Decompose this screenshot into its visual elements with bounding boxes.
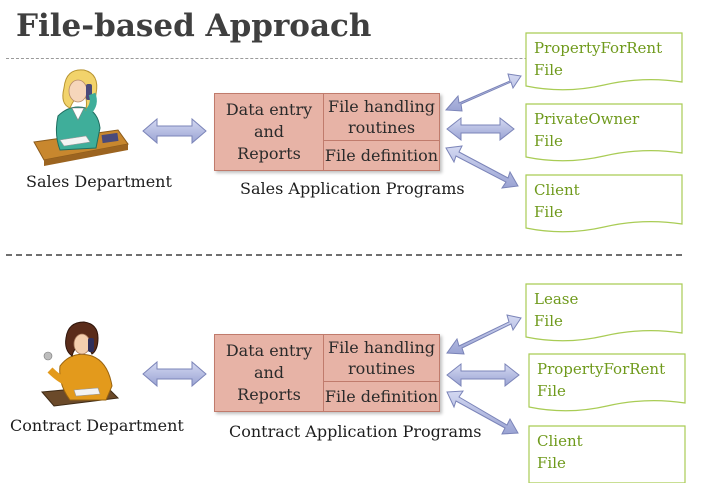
- program-file-arrow: [446, 116, 515, 142]
- program-file-arrow: [446, 314, 522, 355]
- sales-clerk-illustration: [30, 64, 130, 168]
- cell-text: File handling: [327, 97, 436, 116]
- file-label: File: [537, 454, 566, 472]
- program-file-arrow: [446, 390, 519, 435]
- cell-text: and: [253, 363, 285, 382]
- cell-text: File handling: [327, 338, 436, 357]
- application-program-box: Data entry and Reports File handling rou…: [214, 93, 440, 171]
- cell-text: routines: [347, 118, 416, 137]
- cell-text: Data entry: [225, 100, 313, 119]
- document-shape: [528, 353, 686, 412]
- file-label: File: [534, 312, 563, 330]
- cell-text: Reports: [237, 144, 301, 163]
- file-name: PrivateOwner: [534, 110, 640, 128]
- program-file-arrow: [444, 73, 522, 112]
- application-program-box: Data entry and Reports File handling rou…: [214, 334, 440, 412]
- title-divider: [6, 58, 682, 59]
- data-entry-cell: Data entry and Reports: [215, 94, 324, 170]
- program-file-arrow: [445, 145, 519, 189]
- program-caption: Sales Application Programs: [240, 179, 465, 198]
- file-label: File: [537, 382, 566, 400]
- document-shape: [525, 103, 683, 162]
- program-file-arrow: [446, 362, 520, 388]
- cell-text: Data entry: [225, 341, 313, 360]
- dept-program-arrow-sales: [142, 117, 207, 145]
- file-name: PropertyForRent: [534, 39, 663, 57]
- file-name: Client: [534, 181, 580, 199]
- file-label: File: [534, 203, 563, 221]
- department-label: Contract Department: [10, 416, 184, 435]
- file-name: Client: [537, 432, 583, 450]
- file-definition-cell: File definition: [324, 387, 439, 406]
- document-shape: [528, 425, 686, 483]
- file-label: File: [534, 132, 563, 150]
- dept-program-arrow-contract: [142, 360, 207, 388]
- file-handling-cell: File handling routines: [324, 335, 439, 382]
- file-name: Lease: [534, 290, 579, 308]
- program-caption: Contract Application Programs: [229, 422, 482, 441]
- section-divider: [6, 254, 682, 256]
- cell-text: routines: [347, 359, 416, 378]
- file-handling-cell: File handling routines: [324, 94, 439, 141]
- file-name: PropertyForRent: [537, 360, 666, 378]
- document-shape: [525, 32, 683, 91]
- cell-text: and: [253, 122, 285, 141]
- data-entry-cell: Data entry and Reports: [215, 335, 324, 411]
- file-definition-cell: File definition: [324, 146, 439, 165]
- cell-text: Reports: [237, 385, 301, 404]
- page-title: File-based Approach: [16, 8, 372, 44]
- contract-clerk-illustration: [36, 320, 136, 412]
- document-shape: [525, 283, 683, 342]
- file-label: File: [534, 61, 563, 79]
- department-label: Sales Department: [26, 172, 172, 191]
- document-shape: [525, 174, 683, 233]
